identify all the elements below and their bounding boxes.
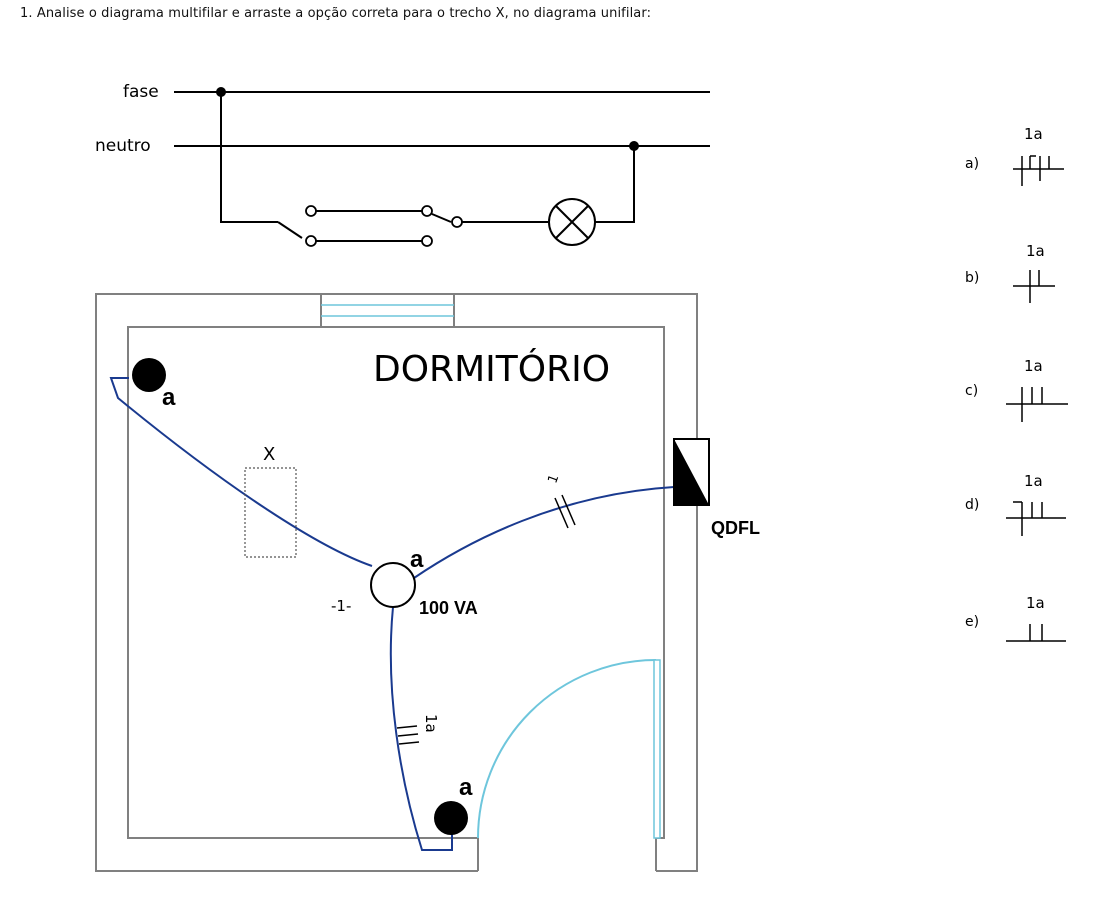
- window: [320, 293, 455, 328]
- wiring: [109, 377, 675, 851]
- switch-top-left-symbol: [132, 358, 166, 392]
- door-swing-arc: [477, 659, 657, 839]
- switch1-blade: [277, 221, 303, 239]
- option-a-letter: a): [965, 156, 979, 172]
- option-a-label: 1a: [1024, 125, 1043, 143]
- switch-bottom-label: a: [459, 774, 473, 801]
- feed-mark-2: [561, 494, 576, 526]
- bottom-mark-3: [398, 741, 420, 745]
- option-e-label: 1a: [1026, 594, 1045, 612]
- option-b-letter: b): [965, 270, 979, 286]
- switch2-top-contact: [421, 205, 433, 217]
- lamp-point-symbol: [370, 562, 416, 608]
- phase-label: fase: [123, 82, 159, 102]
- question-text: 1. Analise o diagrama multifilar e arras…: [20, 6, 652, 21]
- option-b-symbol: [1013, 270, 1055, 303]
- option-e-symbol: [1006, 624, 1066, 642]
- x-marker-box[interactable]: [244, 467, 297, 558]
- feed-conductor-marks: [554, 494, 576, 529]
- wire-to-bottom-switch: [389, 606, 453, 851]
- switch1-top-contact: [305, 205, 317, 217]
- switch1-bottom-contact: [305, 235, 317, 247]
- x-marker-label: X: [263, 444, 275, 465]
- circuit-number-label: -1-: [331, 597, 351, 615]
- panel-fill: [674, 439, 709, 505]
- option-b[interactable]: b) 1a: [965, 242, 1055, 303]
- feed-circuit-mark: 1: [545, 473, 562, 486]
- switch-top-left-label: a: [162, 384, 176, 411]
- feed-mark-1: [554, 497, 569, 529]
- wire-to-top-switch: [109, 377, 373, 567]
- option-a[interactable]: a) 1a: [965, 125, 1064, 186]
- option-c[interactable]: c) 1a: [965, 357, 1068, 422]
- neutral-label: neutro: [95, 136, 151, 156]
- option-e-letter: e): [965, 614, 979, 630]
- option-c-symbol: [1006, 387, 1068, 422]
- bottom-segment-marks: [396, 725, 420, 745]
- multifilar-diagram: [174, 87, 710, 247]
- option-c-label: 1a: [1024, 357, 1043, 375]
- option-e[interactable]: e) 1a: [965, 594, 1066, 642]
- bottom-mark-1: [396, 725, 418, 729]
- bottom-segment-label: 1a: [422, 714, 440, 733]
- option-d-letter: d): [965, 497, 979, 513]
- phase-drop-wire: [220, 92, 278, 223]
- lamp-cross-b: [555, 205, 589, 239]
- panel-label: QDFL: [711, 518, 760, 538]
- bottom-mark-2: [397, 733, 419, 737]
- wire-to-panel: [413, 486, 675, 579]
- window-frame: [320, 293, 455, 328]
- door: [477, 659, 661, 839]
- option-d[interactable]: d) 1a: [965, 472, 1066, 536]
- distribution-panel: [673, 438, 710, 506]
- option-d-symbol: [1006, 501, 1066, 536]
- switch-bottom-symbol: [434, 801, 468, 835]
- switch2-common-contact: [451, 216, 463, 228]
- switch2-bottom-contact: [421, 235, 433, 247]
- switch2-blade: [431, 213, 452, 223]
- room-title: DORMITÓRIO: [373, 348, 610, 390]
- option-b-label: 1a: [1026, 242, 1045, 260]
- option-d-label: 1a: [1024, 472, 1043, 490]
- lamp-power-label: 100 VA: [419, 598, 478, 618]
- option-a-symbol: [1013, 155, 1064, 186]
- lamp-id-label: a: [410, 546, 424, 573]
- neutral-drop-wire: [595, 146, 635, 223]
- door-leaf: [653, 659, 661, 839]
- option-c-letter: c): [965, 383, 978, 399]
